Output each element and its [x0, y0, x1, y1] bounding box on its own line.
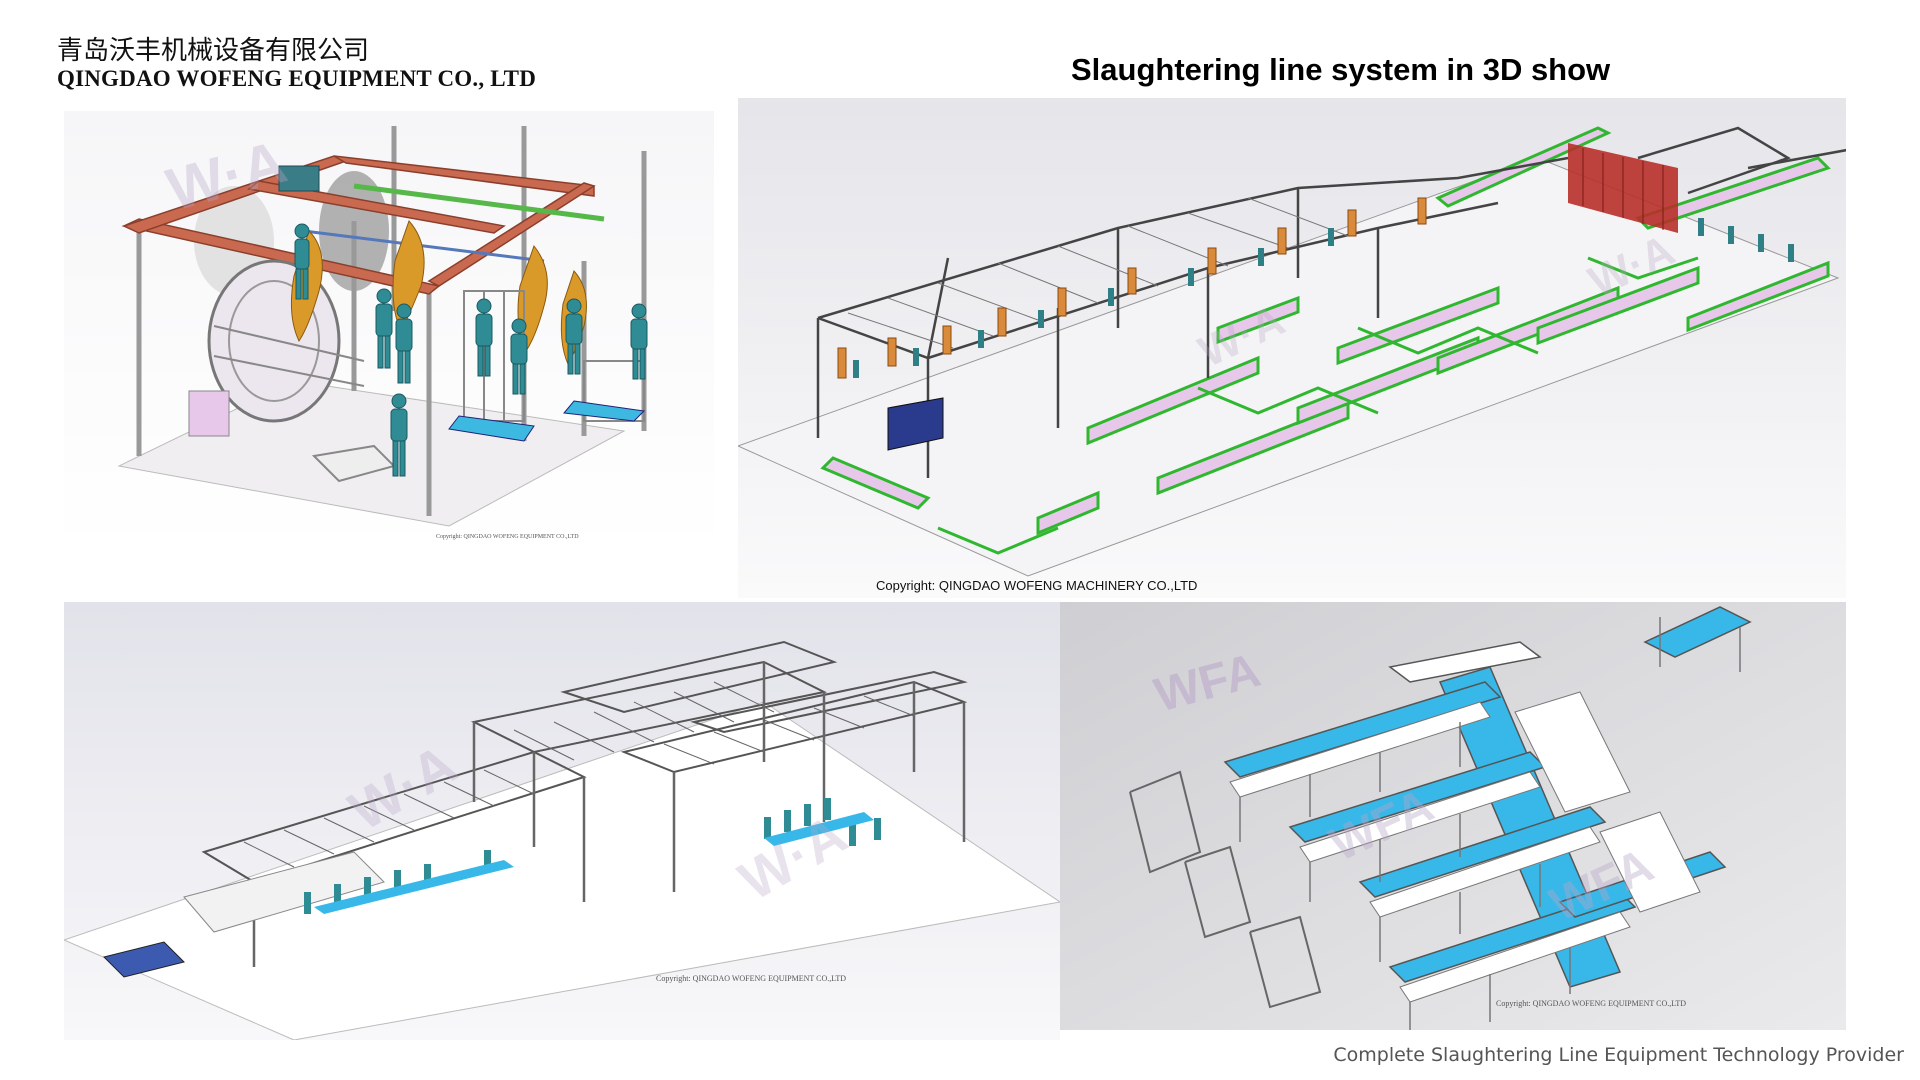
page-footer: Complete Slaughtering Line Equipment Tec… — [1333, 1044, 1904, 1066]
panel-copyright: Copyright: QINGDAO WOFENG EQUIPMENT CO.,… — [1496, 999, 1687, 1008]
company-name-cn: 青岛沃丰机械设备有限公司 — [57, 36, 370, 66]
panel-copyright: Copyright: QINGDAO WOFENG EQUIPMENT CO.,… — [436, 534, 579, 540]
plant-layout-render: W·A W·A — [738, 98, 1846, 598]
panel-copyright: Copyright: QINGDAO WOFENG EQUIPMENT CO.,… — [656, 974, 847, 983]
company-name-en: QINGDAO WOFENG EQUIPMENT CO., LTD — [57, 66, 537, 91]
plant-layout-copyright: Copyright: QINGDAO WOFENG MACHINERY CO.,… — [876, 578, 1198, 593]
cutting-tables-render: WFA WFA WFA Copyright: QINGDAO WOFENG EQ… — [1060, 602, 1846, 1030]
rail-system-render: W·A W·A Copyright: QINGDAO WOFENG EQUIPM… — [64, 602, 1060, 1040]
scalding-station-render: W·A Copyright: QINGDAO WOFENG EQUIPMENT … — [64, 111, 714, 551]
page-title: Slaughtering line system in 3D show — [1071, 52, 1611, 87]
